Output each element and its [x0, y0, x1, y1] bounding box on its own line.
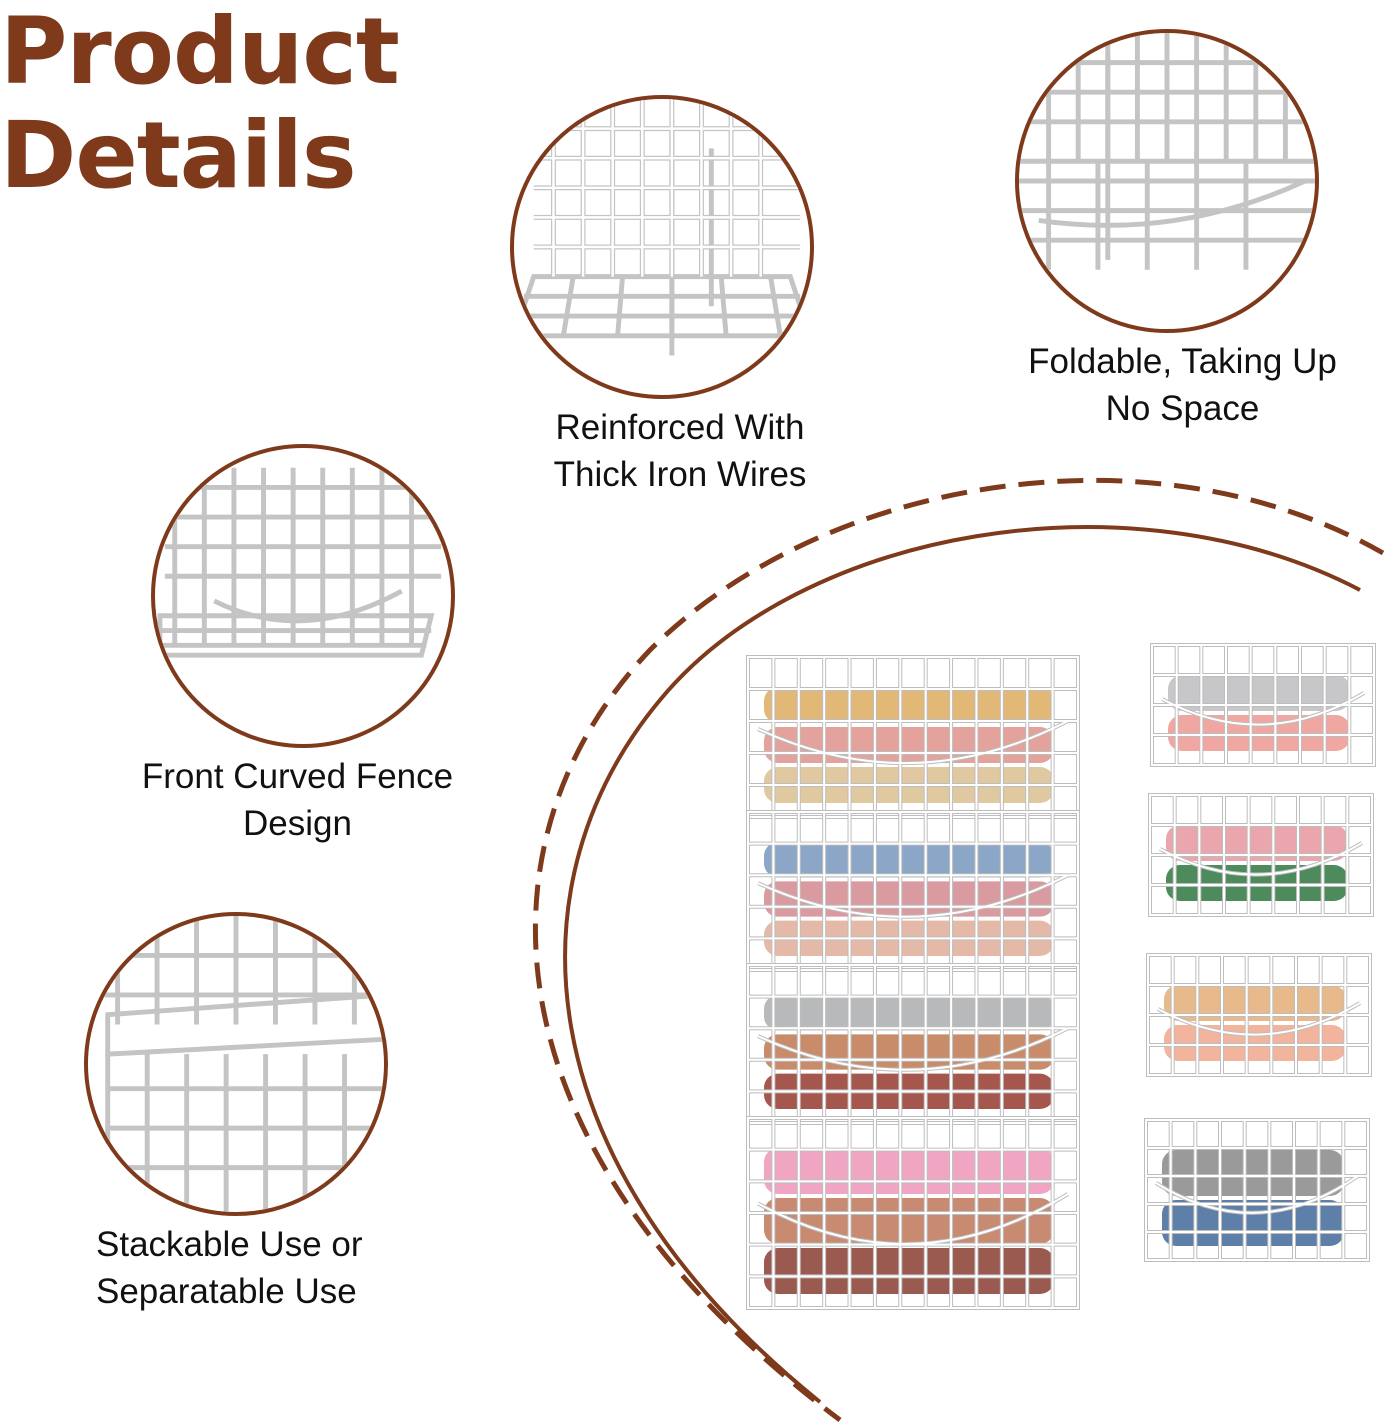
folded-clothing — [1164, 985, 1346, 1021]
stacked-basket — [746, 963, 1080, 1125]
separate-baskets — [1144, 643, 1376, 1262]
stacked-baskets-illustration — [88, 916, 384, 1212]
folded-clothing — [764, 1148, 1054, 1194]
feature-caption-foldable: Foldable, Taking Up No Space — [995, 338, 1370, 432]
feature-caption-stackable: Stackable Use or Separatable Use — [96, 1221, 436, 1315]
stacked-basket-tower — [746, 655, 1080, 1310]
wire-frame-highlight — [747, 656, 1079, 818]
wire-frame-highlight — [747, 811, 1079, 971]
folded-wire-illustration — [1019, 33, 1315, 270]
separate-basket — [1150, 643, 1376, 767]
folded-clothing — [764, 1248, 1054, 1294]
wire-frame-highlight — [1145, 1119, 1369, 1261]
separate-basket — [1146, 953, 1372, 1077]
reinforced-wire-basket-icon — [510, 95, 814, 399]
folded-clothing — [764, 687, 1054, 723]
stacked-basket — [746, 810, 1080, 972]
wire-grid-illustration — [514, 99, 810, 356]
wire-frame-highlight — [747, 964, 1079, 1124]
caption-line: Front Curved Fence — [141, 757, 454, 796]
wire-frame-highlight — [1151, 644, 1375, 766]
title-line-1: Product — [0, 0, 400, 105]
curved-fence-icon — [151, 444, 455, 748]
caption-line: Design — [243, 804, 352, 843]
folded-clothing — [764, 995, 1054, 1031]
feature-caption-reinforced: Reinforced With Thick Iron Wires — [500, 404, 860, 498]
caption-line: Reinforced With — [555, 408, 805, 447]
stacked-basket — [746, 1116, 1080, 1310]
feature-caption-curved-fence: Front Curved Fence Design — [100, 753, 495, 847]
caption-line: Stackable Use or — [96, 1225, 363, 1264]
caption-line: Separatable Use — [96, 1272, 357, 1311]
caption-line: Thick Iron Wires — [553, 455, 807, 494]
wire-frame-highlight — [1149, 794, 1373, 916]
foldable-panel-icon — [1015, 29, 1319, 333]
folded-clothing — [764, 842, 1054, 878]
folded-clothing — [1162, 1200, 1344, 1246]
separate-basket — [1148, 793, 1374, 917]
caption-line: Foldable, Taking Up — [1028, 342, 1337, 381]
folded-clothing — [1166, 825, 1348, 861]
stackable-basket-icon — [84, 912, 388, 1216]
folded-clothing — [1168, 675, 1350, 711]
page-title: Product Details — [0, 0, 400, 209]
wire-frame-highlight — [1147, 954, 1371, 1076]
separate-basket — [1144, 1118, 1370, 1262]
title-line-2: Details — [0, 102, 357, 209]
stacked-basket — [746, 655, 1080, 819]
caption-line: No Space — [1105, 389, 1260, 428]
wire-frame-highlight — [747, 1117, 1079, 1309]
folded-clothing — [1162, 1150, 1344, 1196]
